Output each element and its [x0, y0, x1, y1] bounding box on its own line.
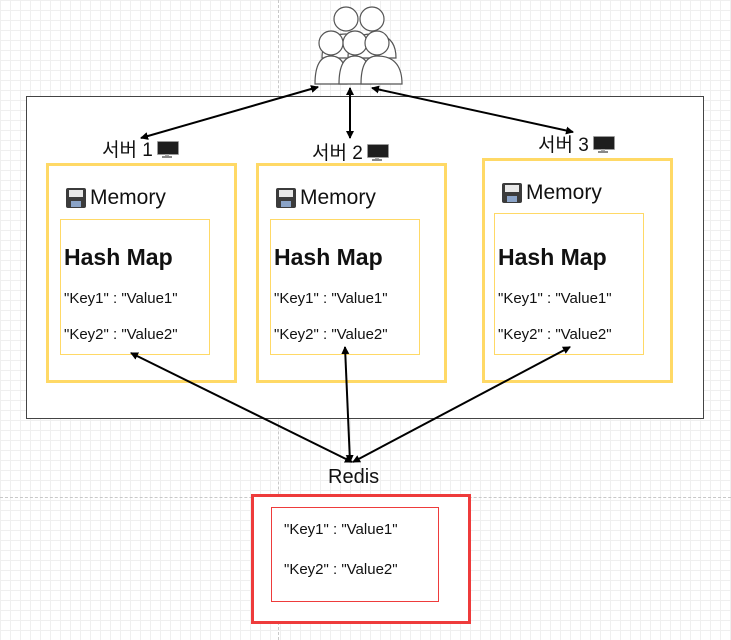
- floppy-disk-icon: [502, 183, 522, 203]
- server-3-label: 서버 3: [538, 130, 615, 157]
- arrow-redis-server-3: [352, 346, 571, 463]
- server-1-entry-1: "Key1" : "Value1": [64, 290, 178, 307]
- server-3-memory-title: Memory: [502, 181, 602, 205]
- server-3-entry-1: "Key1" : "Value1": [498, 290, 612, 307]
- server-1-hash-map-title: Hash Map: [64, 244, 173, 270]
- server-2-label: 서버 2: [312, 138, 389, 165]
- arrow-redis-server-1: [130, 352, 353, 463]
- server-3-hash-map-title: Hash Map: [498, 244, 607, 270]
- redis-entry-2: "Key2" : "Value2": [284, 561, 398, 578]
- connection-arrows: [130, 85, 574, 463]
- monitor-icon: [156, 140, 179, 158]
- monitor-icon: [366, 143, 389, 161]
- server-1-hash-map-box: [60, 219, 210, 355]
- server-2-entry-1: "Key1" : "Value1": [274, 290, 388, 307]
- server-1-entry-2: "Key2" : "Value2": [64, 326, 178, 343]
- arrow-users-server-1: [140, 85, 319, 140]
- floppy-disk-icon: [276, 188, 296, 208]
- server-2-memory-title: Memory: [276, 186, 376, 210]
- arrow-redis-server-2: [341, 346, 354, 463]
- server-1-label: 서버 1: [102, 135, 179, 162]
- server-2-hash-map-title: Hash Map: [274, 244, 383, 270]
- redis-label: Redis: [328, 466, 380, 488]
- users-group-icon: [314, 6, 403, 85]
- redis-entry-1: "Key1" : "Value1": [284, 521, 398, 538]
- arrow-users-server-3: [371, 85, 574, 135]
- monitor-icon: [592, 135, 615, 153]
- floppy-disk-icon: [66, 188, 86, 208]
- redis-store-box: [271, 507, 439, 602]
- server-2-entry-2: "Key2" : "Value2": [274, 326, 388, 343]
- server-1-memory-title: Memory: [66, 186, 166, 210]
- server-3-entry-2: "Key2" : "Value2": [498, 326, 612, 343]
